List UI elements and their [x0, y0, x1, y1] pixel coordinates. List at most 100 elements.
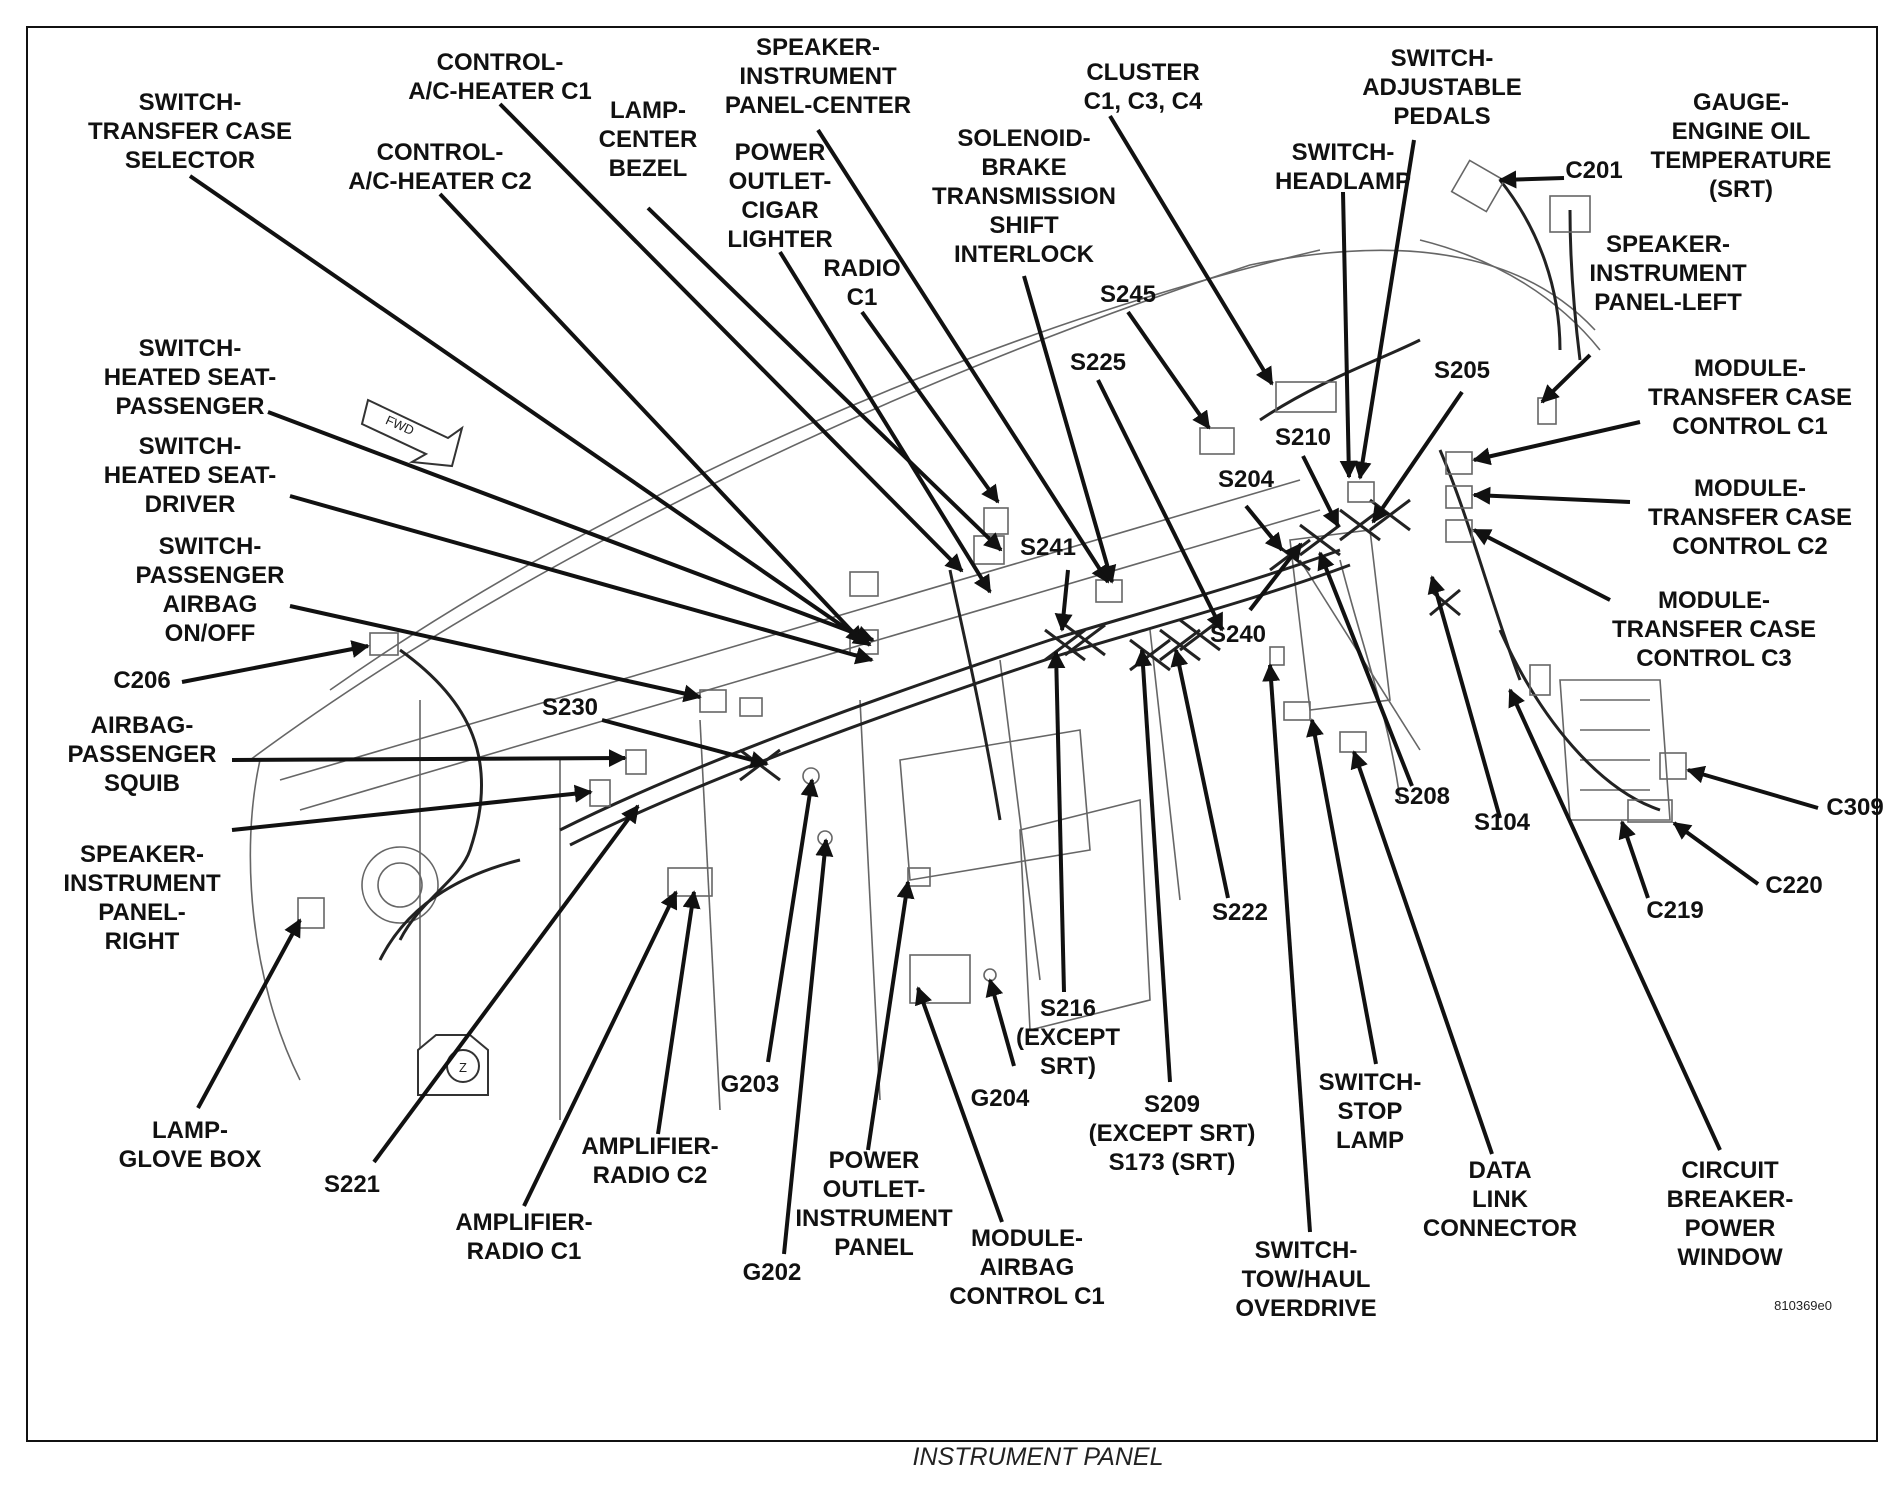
ground-symbol-label: Z: [459, 1060, 467, 1075]
label-line: G202: [743, 1259, 802, 1286]
label-s209-s173: S209(EXCEPT SRT)S173 (SRT): [1089, 1091, 1256, 1176]
label-line: SWITCH-: [159, 533, 262, 560]
label-line: INSTRUMENT: [795, 1205, 953, 1232]
label-line: S241: [1020, 534, 1076, 561]
label-line: PANEL-LEFT: [1594, 289, 1742, 316]
label-line: MODULE-: [971, 1225, 1083, 1252]
label-line: HEATED SEAT-: [104, 462, 276, 489]
label-switch-headlamp: SWITCH-HEADLAMP: [1275, 139, 1411, 195]
label-line: PASSENGER: [68, 741, 217, 768]
label-line: TRANSMISSION: [932, 183, 1116, 210]
leader-data-link-connector: [1350, 750, 1494, 1155]
label-line: LAMP: [1336, 1127, 1404, 1154]
label-line: SELECTOR: [125, 147, 255, 174]
label-line: S245: [1100, 281, 1156, 308]
leader-switch-adjustable-pedals: [1353, 139, 1416, 480]
leader-s241: [1054, 569, 1073, 632]
label-line: POWER: [735, 139, 826, 166]
leader-solenoid-brake-transmission-shift-interlock: [1022, 275, 1117, 584]
label-s204: S204: [1218, 466, 1275, 493]
label-line: S205: [1434, 357, 1490, 384]
label-line: ENGINE OIL: [1672, 118, 1811, 145]
leader-c220: [1672, 821, 1760, 886]
label-line: SWITCH-: [139, 335, 242, 362]
label-c219: C219: [1646, 897, 1703, 924]
label-line: C309: [1826, 794, 1883, 821]
label-line: PASSENGER: [136, 562, 285, 589]
label-line: C1, C3, C4: [1084, 88, 1203, 115]
label-line: PEDALS: [1393, 103, 1490, 130]
label-line: S222: [1212, 899, 1268, 926]
label-amplifier-radio-c1: AMPLIFIER-RADIO C1: [455, 1209, 592, 1265]
label-line: CONTROL-: [377, 139, 504, 166]
label-line: PANEL-: [98, 899, 186, 926]
label-s104: S104: [1474, 809, 1531, 836]
leader-speaker-instrument-panel-center: [816, 128, 1110, 584]
label-line: TRANSFER CASE: [1648, 504, 1852, 531]
label-g204: G204: [971, 1085, 1030, 1112]
label-line: CONTROL C2: [1672, 533, 1828, 560]
leader-power-outlet-instrument-panel: [866, 880, 915, 1151]
leader-module-transfer-case-control-c1: [1472, 420, 1641, 466]
leader-s209-s173: [1134, 648, 1172, 1083]
label-line: SPEAKER-: [80, 841, 204, 868]
label-line: CONNECTOR: [1423, 1215, 1577, 1242]
label-s222: S222: [1212, 899, 1268, 926]
label-line: S221: [324, 1171, 380, 1198]
label-line: POWER: [829, 1147, 920, 1174]
label-line: S216: [1040, 995, 1096, 1022]
label-line: ADJUSTABLE: [1362, 74, 1522, 101]
label-line: S208: [1394, 783, 1450, 810]
label-line: GLOVE BOX: [119, 1146, 262, 1173]
label-line: S209: [1144, 1091, 1200, 1118]
label-line: S173 (SRT): [1109, 1149, 1236, 1176]
leader-lines: [181, 102, 1819, 1255]
label-line: SWITCH-: [1292, 139, 1395, 166]
leader-lamp-center-bezel: [646, 206, 1003, 552]
label-line: BRAKE: [981, 154, 1066, 181]
leader-airbag-passenger-squib: [231, 749, 627, 768]
leader-switch-stop-lamp: [1306, 718, 1378, 1065]
leader-speaker-instrument-panel-left: [1540, 353, 1592, 404]
leader-s230: [601, 718, 769, 769]
leader-c206: [181, 640, 370, 684]
leader-s225: [1096, 379, 1224, 632]
leader-switch-heated-seat-driver: [289, 494, 874, 665]
label-line: MODULE-: [1694, 355, 1806, 382]
leader-switch-passenger-airbag-on-off: [289, 604, 702, 703]
label-line: TRANSFER CASE: [1612, 616, 1816, 643]
label-line: RIGHT: [105, 928, 180, 955]
label-line: CONTROL C1: [949, 1283, 1105, 1310]
leader-switch-tow-haul-overdrive: [1262, 663, 1312, 1233]
label-line: SOLENOID-: [957, 125, 1090, 152]
label-control-ac-heater-c2: CONTROL-A/C-HEATER C2: [348, 139, 532, 195]
label-line: INSTRUMENT: [1589, 260, 1747, 287]
label-line: AMPLIFIER-: [455, 1209, 592, 1236]
label-line: AIRBAG: [980, 1254, 1075, 1281]
leader-s205: [1371, 390, 1464, 524]
label-line: CENTER: [599, 126, 698, 153]
label-line: RADIO: [823, 255, 900, 282]
label-line: SWITCH-: [1255, 1237, 1358, 1264]
leader-lamp-glove-box: [196, 918, 302, 1109]
label-line: WINDOW: [1677, 1244, 1783, 1271]
label-line: PANEL-CENTER: [725, 92, 911, 119]
label-s221: S221: [324, 1171, 380, 1198]
label-line: G204: [971, 1085, 1030, 1112]
leader-s221: [372, 804, 640, 1164]
label-line: RADIO C1: [467, 1238, 582, 1265]
label-g203: G203: [721, 1071, 780, 1098]
label-line: C1: [847, 284, 878, 311]
label-line: PANEL: [834, 1234, 914, 1261]
label-line: INSTRUMENT: [739, 63, 897, 90]
leader-s208: [1317, 551, 1414, 787]
